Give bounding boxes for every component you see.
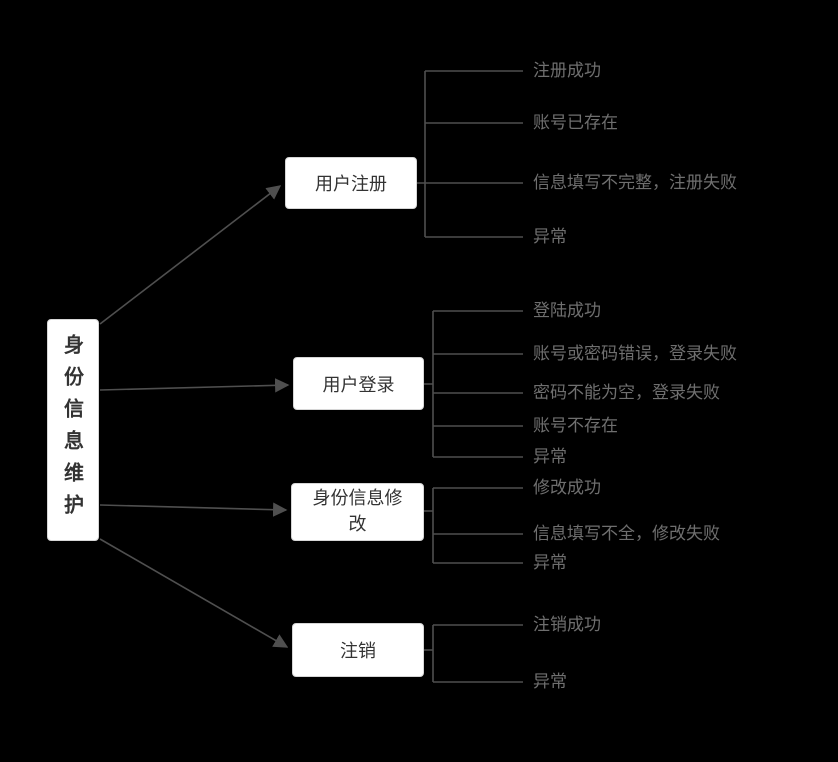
node-identity-maintenance[interactable]: 身份信息维护: [47, 319, 99, 541]
arrow-root-to-register: [99, 185, 282, 325]
bracket-logout: [424, 624, 523, 683]
bracket-edit: [424, 487, 523, 564]
leaf-register-exception[interactable]: 异常: [533, 227, 567, 247]
leaf-login-exception[interactable]: 异常: [533, 447, 567, 467]
arrow-root-to-login: [99, 378, 290, 393]
leaf-logout-success[interactable]: 注销成功: [533, 615, 601, 635]
node-logout-label: 注销: [340, 641, 376, 662]
node-logout[interactable]: 注销: [292, 623, 424, 677]
arrow-root-to-edit: [99, 502, 288, 517]
leaf-edit-exception[interactable]: 异常: [533, 553, 567, 573]
leaf-edit-incomplete-fail[interactable]: 信息填写不全，修改失败: [533, 524, 720, 544]
node-user-registration-label: 用户注册: [315, 174, 387, 195]
leaf-register-incomplete-fail[interactable]: 信息填写不完整，注册失败: [533, 173, 737, 193]
bracket-login: [424, 310, 523, 458]
node-identity-info-edit[interactable]: 身份信息修改: [291, 483, 424, 541]
leaf-login-account-missing[interactable]: 账号不存在: [533, 416, 618, 436]
leaf-login-empty-password[interactable]: 密码不能为空，登录失败: [533, 383, 720, 403]
node-user-login[interactable]: 用户登录: [293, 357, 424, 410]
arrow-root-to-logout: [99, 538, 289, 648]
leaf-account-exists[interactable]: 账号已存在: [533, 113, 618, 133]
node-user-login-label: 用户登录: [322, 374, 395, 396]
leaf-login-success[interactable]: 登陆成功: [533, 301, 601, 321]
node-identity-info-edit-label: 身份信息修改: [312, 488, 403, 535]
leaf-register-success[interactable]: 注册成功: [533, 61, 601, 81]
node-identity-maintenance-label: 身份信息维护: [60, 334, 85, 526]
leaf-login-wrong-credentials[interactable]: 账号或密码错误，登录失败: [533, 344, 737, 364]
leaf-edit-success[interactable]: 修改成功: [533, 478, 601, 498]
node-user-registration[interactable]: 用户注册: [285, 157, 417, 209]
leaf-logout-exception[interactable]: 异常: [533, 672, 567, 692]
bracket-register: [417, 70, 523, 238]
